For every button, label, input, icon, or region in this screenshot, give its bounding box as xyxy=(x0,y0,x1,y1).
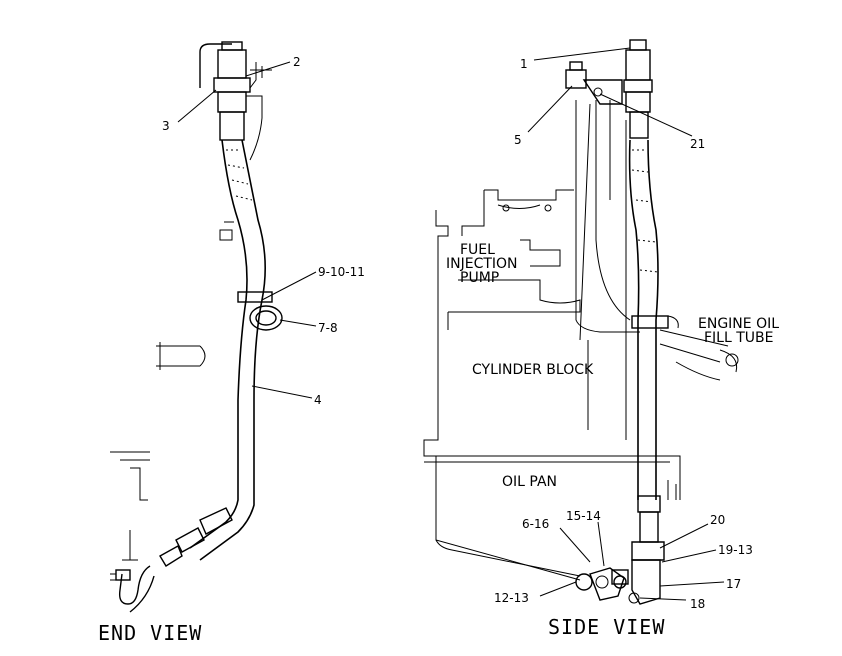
callout-6-16: 6-16 xyxy=(522,517,549,531)
end-view-leaders xyxy=(177,61,317,399)
callout-4: 4 xyxy=(314,393,322,407)
callout-9-10-11: 9-10-11 xyxy=(318,265,365,279)
label-cylinder-block: CYLINDER BLOCK xyxy=(472,362,594,378)
side-view-leaders xyxy=(527,47,725,601)
side-view-caption: SIDE VIEW xyxy=(548,615,665,639)
callout-18: 18 xyxy=(690,597,705,611)
label-engine-oil: ENGINE OIL xyxy=(698,316,779,332)
label-injection: INJECTION xyxy=(446,256,518,272)
callout-15-14: 15-14 xyxy=(566,509,601,523)
callout-20: 20 xyxy=(710,513,725,527)
callout-7-8: 7-8 xyxy=(318,321,338,335)
label-fill-tube: FILL TUBE xyxy=(704,330,773,346)
callout-5: 5 xyxy=(514,133,522,147)
callout-19-13: 19-13 xyxy=(718,543,753,557)
label-oil-pan: OIL PAN xyxy=(502,474,557,490)
label-pump: PUMP xyxy=(460,270,499,286)
label-fuel: FUEL xyxy=(460,242,495,258)
callout-1: 1 xyxy=(520,57,528,71)
callout-21: 21 xyxy=(690,137,705,151)
callout-17: 17 xyxy=(726,577,741,591)
callout-2: 2 xyxy=(293,55,301,69)
end-view-drawing xyxy=(110,41,283,613)
callout-3: 3 xyxy=(162,119,170,133)
end-view-caption: END VIEW xyxy=(98,621,202,645)
side-view-drawing xyxy=(423,39,739,605)
callout-12-13: 12-13 xyxy=(494,591,529,605)
